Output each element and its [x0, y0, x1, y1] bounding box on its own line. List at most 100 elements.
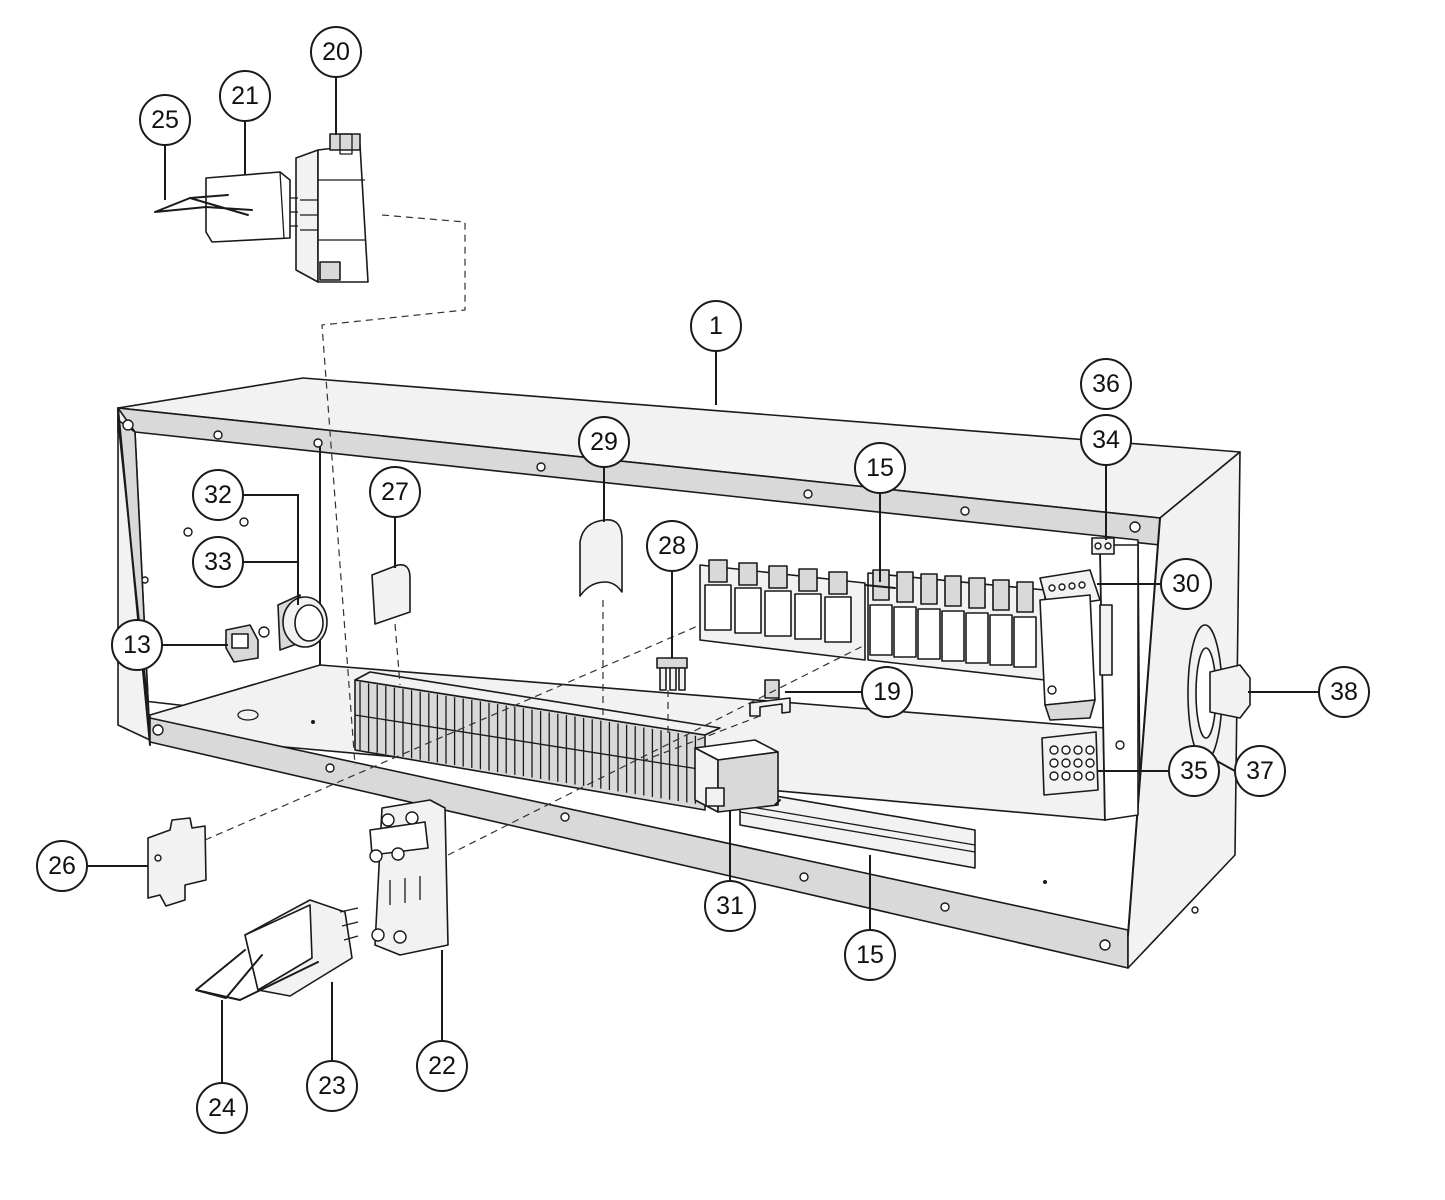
relay-terminal	[992, 579, 1010, 611]
assembly-lines	[204, 214, 866, 856]
callout-22-label: 22	[428, 1052, 456, 1080]
callout-36: 36	[1080, 358, 1132, 410]
relay-terminal	[944, 575, 962, 607]
label-29	[579, 519, 623, 597]
callout-15-upper: 15	[854, 442, 906, 494]
callout-13: 13	[111, 619, 163, 671]
relay-base-31	[694, 739, 781, 813]
relay-terminal	[1016, 581, 1034, 613]
callout-26: 26	[36, 840, 88, 892]
callout-1-label: 1	[709, 312, 723, 340]
relay-unit	[965, 612, 989, 664]
clip-24	[195, 949, 319, 1001]
connector-pin	[1073, 771, 1083, 781]
callout-26-label: 26	[48, 852, 76, 880]
callout-20-label: 20	[322, 38, 350, 66]
relay-unit	[869, 604, 893, 656]
connector-pin	[1073, 745, 1083, 755]
callout-28-label: 28	[658, 532, 686, 560]
fuse-28	[656, 657, 688, 691]
relay-unit	[989, 614, 1013, 666]
connector-pin	[1085, 745, 1095, 755]
relay-terminal	[968, 577, 986, 609]
connector-pin	[1061, 771, 1071, 781]
connector-pin	[1061, 745, 1071, 755]
callout-25-label: 25	[151, 106, 179, 134]
callout-19-label: 19	[873, 678, 901, 706]
relay-unit	[1013, 616, 1037, 668]
callout-31-label: 31	[716, 892, 744, 920]
terminal-34-36	[1091, 537, 1115, 555]
callout-22: 22	[416, 1040, 468, 1092]
leader-lines	[88, 78, 1318, 1082]
callout-24: 24	[196, 1082, 248, 1134]
callout-13-label: 13	[123, 631, 151, 659]
callout-29-label: 29	[590, 428, 618, 456]
callout-38: 38	[1318, 666, 1370, 718]
callout-32-label: 32	[204, 481, 232, 509]
callout-38-label: 38	[1330, 678, 1358, 706]
relay-unit	[893, 606, 917, 658]
relay-module-group-right	[864, 569, 1046, 681]
relay-unit	[734, 587, 762, 634]
callout-19: 19	[861, 666, 913, 718]
callout-1: 1	[690, 300, 742, 352]
callout-20: 20	[310, 26, 362, 78]
callout-36-label: 36	[1092, 370, 1120, 398]
label-27	[371, 563, 411, 625]
callout-32: 32	[192, 469, 244, 521]
callout-30-label: 30	[1172, 570, 1200, 598]
connector-pin	[1061, 758, 1071, 768]
timer-module-30	[1039, 569, 1113, 721]
relay-module-group-left	[699, 559, 866, 661]
callout-24-label: 24	[208, 1094, 236, 1122]
connector-pin	[1073, 758, 1083, 768]
relay-unit	[824, 596, 852, 643]
callout-33-label: 33	[204, 548, 232, 576]
callout-27: 27	[369, 466, 421, 518]
relay-terminal	[738, 562, 758, 586]
callout-33: 33	[192, 536, 244, 588]
callout-23: 23	[306, 1060, 358, 1112]
callout-15-upper-label: 15	[866, 454, 894, 482]
callout-35: 35	[1168, 745, 1220, 797]
connector-pin	[1049, 745, 1059, 755]
connector-pin	[1049, 758, 1059, 768]
terminal-block-row	[354, 671, 721, 811]
din-rail	[739, 789, 976, 869]
connector-pin	[1049, 771, 1059, 781]
callout-35-label: 35	[1180, 757, 1208, 785]
socket-20	[295, 133, 369, 283]
relay-unit	[941, 610, 965, 662]
relay-socket-22	[369, 799, 449, 956]
callout-21-label: 21	[231, 82, 259, 110]
connector-pin	[1085, 758, 1095, 768]
callout-23-label: 23	[318, 1072, 346, 1100]
relay-terminal	[708, 559, 728, 583]
callout-27-label: 27	[381, 478, 409, 506]
relay-unit	[794, 593, 822, 640]
relay-terminal	[896, 571, 914, 603]
callout-37: 37	[1234, 745, 1286, 797]
callout-31: 31	[704, 880, 756, 932]
relay-terminal	[768, 565, 788, 589]
relay-21	[205, 171, 298, 243]
callout-37-label: 37	[1246, 757, 1274, 785]
relay-23	[244, 899, 359, 997]
connector-pin	[1085, 771, 1095, 781]
end-plate-26	[147, 817, 207, 907]
callout-15-lower-label: 15	[856, 941, 884, 969]
relay-unit	[764, 590, 792, 637]
callout-25: 25	[139, 94, 191, 146]
callout-34: 34	[1080, 414, 1132, 466]
switch-13	[225, 624, 270, 663]
callout-30: 30	[1160, 558, 1212, 610]
relay-terminal	[798, 568, 818, 592]
relay-unit	[917, 608, 941, 660]
callout-15-lower: 15	[844, 929, 896, 981]
clip-25	[154, 194, 253, 216]
end-bracket-19	[749, 679, 791, 717]
relay-unit	[704, 584, 732, 631]
connector-35	[1041, 731, 1099, 796]
